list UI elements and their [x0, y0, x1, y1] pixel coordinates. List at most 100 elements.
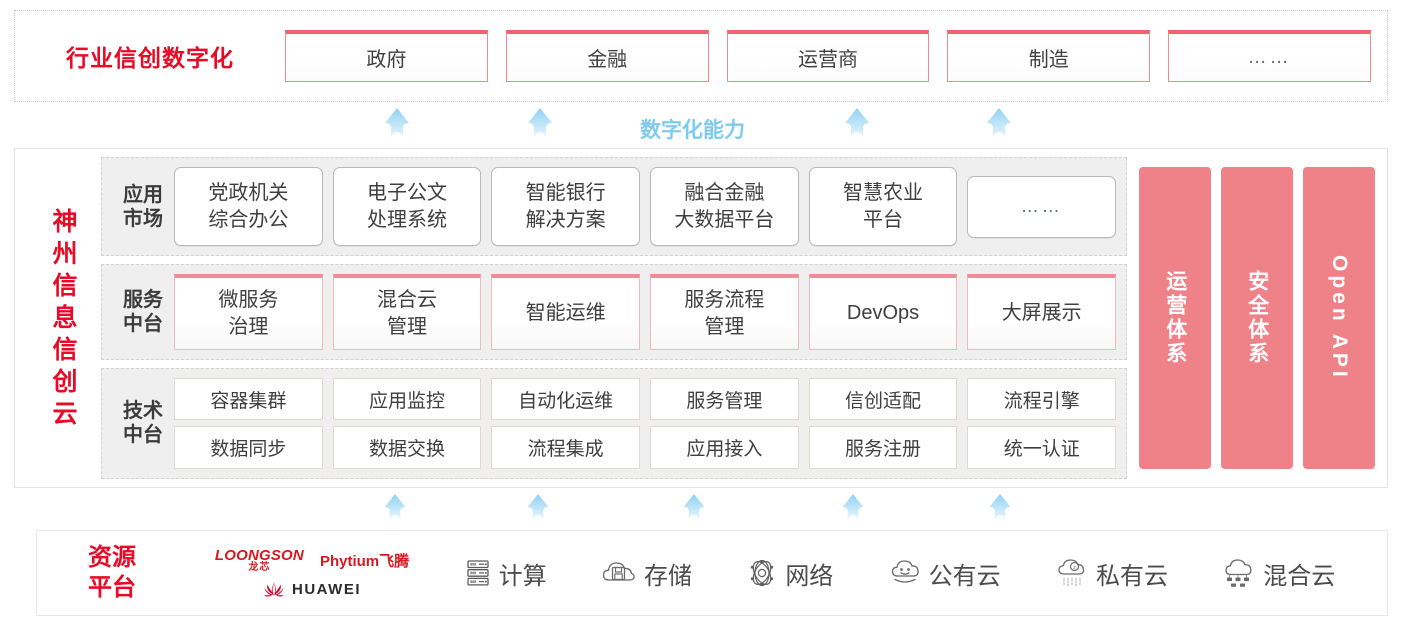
svg-text:z: z [1073, 565, 1076, 571]
up-arrow-icon-1 [380, 108, 414, 138]
resource-item-private-cloud[interactable]: z 私有云 [1056, 556, 1168, 591]
technology-platform-cells: 容器集群 应用监控 自动化运维 服务管理 信创适配 流程引擎 数据同步 数据交换… [174, 377, 1117, 470]
cell-line2: 管理 [387, 315, 427, 338]
public-cloud-icon [891, 560, 919, 583]
cell-line2: 管理 [704, 315, 745, 338]
cell-app-access[interactable]: 应用接入 [650, 426, 799, 470]
cell-line1: 融合金融 [684, 182, 765, 205]
cell-line2: 解决方案 [525, 208, 606, 231]
cloud-title-char-1: 神 [52, 208, 78, 236]
service-platform-cells: 微服务 治理 混合云 管理 智能运维 [174, 274, 1117, 350]
cloud-title-char-5: 信 [52, 336, 78, 364]
cell-edoc-system[interactable]: 电子公文 处理系统 [332, 167, 482, 247]
up-arrow-icon-7 [679, 494, 709, 520]
cell-hybrid-cloud-management[interactable]: 混合云 管理 [332, 274, 482, 350]
cloud-title-char-4: 息 [52, 304, 78, 332]
cloud-title-char-3: 信 [52, 272, 78, 300]
vendor-logo-group: LOONGSON 龙芯 Phytium飞腾 HUAWEI [187, 548, 437, 598]
cell-app-monitoring[interactable]: 应用监控 [332, 377, 482, 421]
pillar-security-system[interactable]: 安全体系 [1221, 167, 1293, 469]
industry-box-telecom[interactable]: 运营商 [726, 30, 930, 82]
layer-label-line1: 技术 [123, 400, 163, 423]
cell-microservice-governance[interactable]: 微服务 治理 [174, 274, 323, 350]
cell-line1: 大屏展示 [1001, 302, 1082, 325]
cell-data-exchange[interactable]: 数据交换 [332, 426, 482, 470]
resource-item-public-cloud[interactable]: 公有云 [889, 556, 1001, 591]
cell-container-cluster[interactable]: 容器集群 [174, 377, 323, 421]
cell-service-management[interactable]: 服务管理 [650, 377, 799, 421]
resource-item-network[interactable]: 网络 [747, 556, 833, 591]
resource-item-label: 网络 [785, 562, 834, 590]
industry-band: 行业信创数字化 政府 金融 运营商 制造 …… [14, 10, 1388, 102]
pillar-open-api[interactable]: Open API [1303, 167, 1375, 469]
resource-item-label: 存储 [643, 562, 692, 590]
pillar-label: 安全体系 [1245, 270, 1269, 366]
cell-line1: DevOps [846, 302, 920, 325]
layer-application-market: 应用 市场 党政机关 综合办公 电子公文 [101, 157, 1127, 257]
cell-smart-agriculture[interactable]: 智慧农业 平台 [808, 167, 958, 247]
vendor-row-2: HUAWEI [263, 581, 361, 598]
cell-fintech-bigdata[interactable]: 融合金融 大数据平台 [650, 167, 799, 247]
application-market-cells: 党政机关 综合办公 电子公文 处理系统 智能银行 [174, 167, 1117, 247]
layer-label-line2: 中台 [123, 424, 163, 447]
cell-process-integration[interactable]: 流程集成 [491, 426, 641, 470]
cell-application-more[interactable]: …… [967, 175, 1117, 238]
resource-item-hybrid-cloud[interactable]: 混合云 [1223, 556, 1335, 591]
cell-data-sync[interactable]: 数据同步 [174, 426, 323, 470]
up-arrow-icon-3 [840, 108, 874, 138]
cell-unified-auth[interactable]: 统一认证 [967, 426, 1117, 470]
resource-platform-title: 资源 平台 [37, 543, 187, 603]
resource-item-compute[interactable]: 计算 [465, 556, 547, 591]
capability-label: 数字化能力 [640, 119, 745, 142]
layer-label-line2: 中台 [123, 313, 163, 336]
cell-devops[interactable]: DevOps [808, 274, 958, 350]
resource-item-list: 计算 存储 [437, 556, 1387, 591]
cell-line2: 平台 [863, 208, 904, 231]
cloud-body: 应用 市场 党政机关 综合办公 电子公文 [93, 149, 1387, 487]
layer-label-line1: 服务 [123, 289, 163, 312]
cell-line1: 智能银行 [525, 182, 606, 205]
industry-box-list: 政府 金融 运营商 制造 …… [285, 30, 1387, 82]
cell-xinchuang-adaptation[interactable]: 信创适配 [808, 377, 958, 421]
private-cloud-icon: z [1058, 559, 1085, 586]
cell-line2: 综合办公 [208, 208, 289, 231]
cell-line1: 智能运维 [525, 302, 606, 325]
cell-process-engine[interactable]: 流程引擎 [967, 377, 1117, 421]
cell-automated-ops[interactable]: 自动化运维 [491, 377, 641, 421]
loongson-logo: LOONGSON 龙芯 [215, 548, 304, 573]
resource-title-line1: 资源 [88, 544, 136, 571]
hybrid-cloud-icon [1225, 559, 1252, 587]
industry-band-title: 行业信创数字化 [66, 45, 234, 71]
layer-service-platform: 服务 中台 微服务 治理 混合云 管 [101, 264, 1127, 360]
cell-large-screen-display[interactable]: 大屏展示 [967, 274, 1117, 350]
cloud-title-char-6: 创 [52, 368, 78, 396]
industry-box-finance[interactable]: 金融 [505, 30, 709, 82]
up-arrow-icon-5 [380, 494, 410, 520]
pillar-operations-system[interactable]: 运营体系 [1139, 167, 1211, 469]
cell-service-process-management[interactable]: 服务流程 管理 [650, 274, 799, 350]
network-icon [751, 559, 774, 587]
industry-box-manufacturing[interactable]: 制造 [947, 30, 1151, 82]
cell-line1: 智慧农业 [843, 182, 924, 205]
cell-intelligent-ops[interactable]: 智能运维 [491, 274, 641, 350]
cell-line1: 微服务 [218, 289, 279, 312]
pillar-label: Open API [1327, 255, 1351, 381]
resource-title-line2: 平台 [88, 574, 136, 601]
cell-smart-bank[interactable]: 智能银行 解决方案 [491, 167, 641, 247]
layer-label-line2: 市场 [123, 207, 163, 230]
cloud-panel: 神 州 信 息 信 创 云 应用 市场 党政机关 [14, 148, 1388, 488]
cell-service-registry[interactable]: 服务注册 [808, 426, 958, 470]
cell-government-office[interactable]: 党政机关 综合办公 [174, 167, 323, 247]
cell-line2: 处理系统 [367, 208, 447, 231]
industry-box-government[interactable]: 政府 [285, 30, 488, 82]
cloud-panel-title: 神 州 信 息 信 创 云 [37, 149, 93, 487]
layer-technology-platform: 技术 中台 容器集群 应用监控 自动化运维 服务管理 信创适配 流程引擎 [101, 367, 1127, 480]
resource-item-label: 私有云 [1095, 562, 1168, 590]
up-arrow-icon-4 [982, 108, 1016, 138]
industry-box-more[interactable]: …… [1168, 30, 1371, 82]
resource-item-storage[interactable]: 存储 [602, 556, 692, 591]
up-arrow-icon-9 [985, 494, 1015, 520]
storage-cloud-icon [602, 562, 635, 581]
layer-label-line1: 应用 [123, 183, 163, 206]
